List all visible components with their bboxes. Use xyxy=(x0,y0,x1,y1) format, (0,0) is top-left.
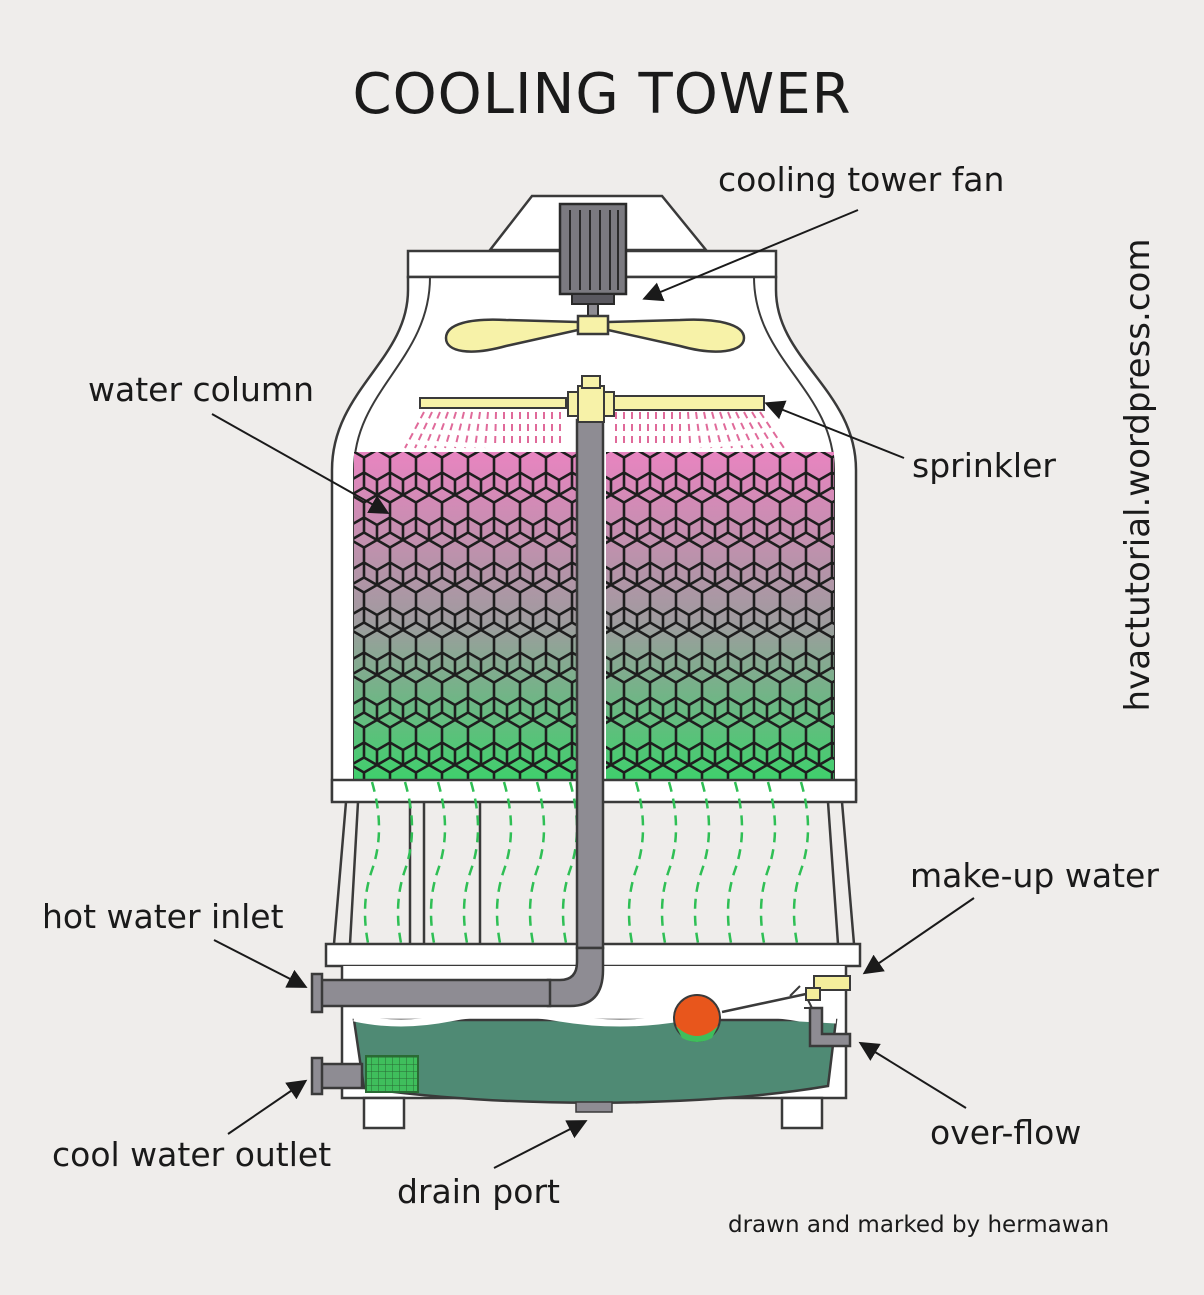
spray-droplet-line xyxy=(719,411,733,449)
cool-outlet-arrow xyxy=(227,1079,308,1135)
spray-droplet-line xyxy=(759,411,785,449)
spray-droplet-line xyxy=(711,411,723,449)
spray-droplet-line xyxy=(474,411,481,449)
makeup-arrow xyxy=(862,897,975,975)
spray-droplet-line xyxy=(703,411,713,449)
label-water-column: water column xyxy=(88,370,314,409)
spray-line xyxy=(726,781,744,1016)
spray-droplet-line xyxy=(687,411,692,449)
spray-line xyxy=(429,781,447,1016)
fan-motor xyxy=(558,202,628,321)
spray-droplet-line xyxy=(414,411,433,449)
spray-line xyxy=(660,781,678,1016)
spray-droplet-line xyxy=(464,411,473,449)
label-hot-water-inlet: hot water inlet xyxy=(42,897,284,936)
label-over-flow: over-flow xyxy=(930,1113,1082,1152)
label-arrows xyxy=(211,209,975,1169)
spray-line xyxy=(561,781,579,1016)
website-watermark: hvactutorial.wordpress.com xyxy=(1118,238,1158,712)
label-cool-water-outlet: cool water outlet xyxy=(52,1135,332,1174)
spray-green xyxy=(363,781,810,1016)
overflow-arrow xyxy=(858,1041,967,1109)
spray-line xyxy=(693,781,711,1016)
spray-line xyxy=(396,781,414,1016)
make-up-valve xyxy=(721,975,851,1014)
spray-droplet-line xyxy=(434,411,449,449)
spray-pink xyxy=(404,411,785,449)
sprinkler-arrow xyxy=(764,400,905,459)
drain-arrow xyxy=(493,1120,588,1169)
spray-droplet-line xyxy=(735,411,754,449)
sprinkler-bar xyxy=(419,375,765,423)
spray-droplet-line xyxy=(751,411,775,449)
spray-line xyxy=(462,781,480,1016)
spray-droplet-line xyxy=(743,411,765,449)
spray-line xyxy=(528,781,546,1016)
spray-droplet-line xyxy=(424,411,441,449)
label-sprinkler: sprinkler xyxy=(912,446,1056,485)
spray-line xyxy=(495,781,513,1016)
spray-line xyxy=(759,781,777,1016)
float-ball xyxy=(673,994,721,1042)
fan-blades xyxy=(444,314,746,353)
author-credit: drawn and marked by hermawan xyxy=(728,1212,1110,1238)
spray-line xyxy=(627,781,645,1016)
water-column-arrow xyxy=(211,413,390,514)
pipes xyxy=(310,418,852,1096)
spray-droplet-line xyxy=(404,411,425,449)
spray-droplet-line xyxy=(727,411,744,449)
label-cooling-tower-fan: cooling tower fan xyxy=(718,160,1005,199)
spray-droplet-line xyxy=(454,411,465,449)
label-drain-port: drain port xyxy=(397,1172,560,1211)
spray-droplet-line xyxy=(695,411,702,449)
diagram-title: COOLING TOWER xyxy=(352,62,852,127)
spray-droplet-line xyxy=(484,411,489,449)
spray-line xyxy=(792,781,810,1016)
water-column-fill xyxy=(354,452,834,780)
spray-droplet-line xyxy=(494,411,497,449)
label-make-up-water: make-up water xyxy=(910,856,1159,895)
lower-frame xyxy=(332,801,856,945)
fan-arrow xyxy=(642,209,859,302)
spray-droplet-line xyxy=(444,411,457,449)
hot-inlet-arrow xyxy=(213,939,308,988)
spray-line xyxy=(363,781,381,1016)
